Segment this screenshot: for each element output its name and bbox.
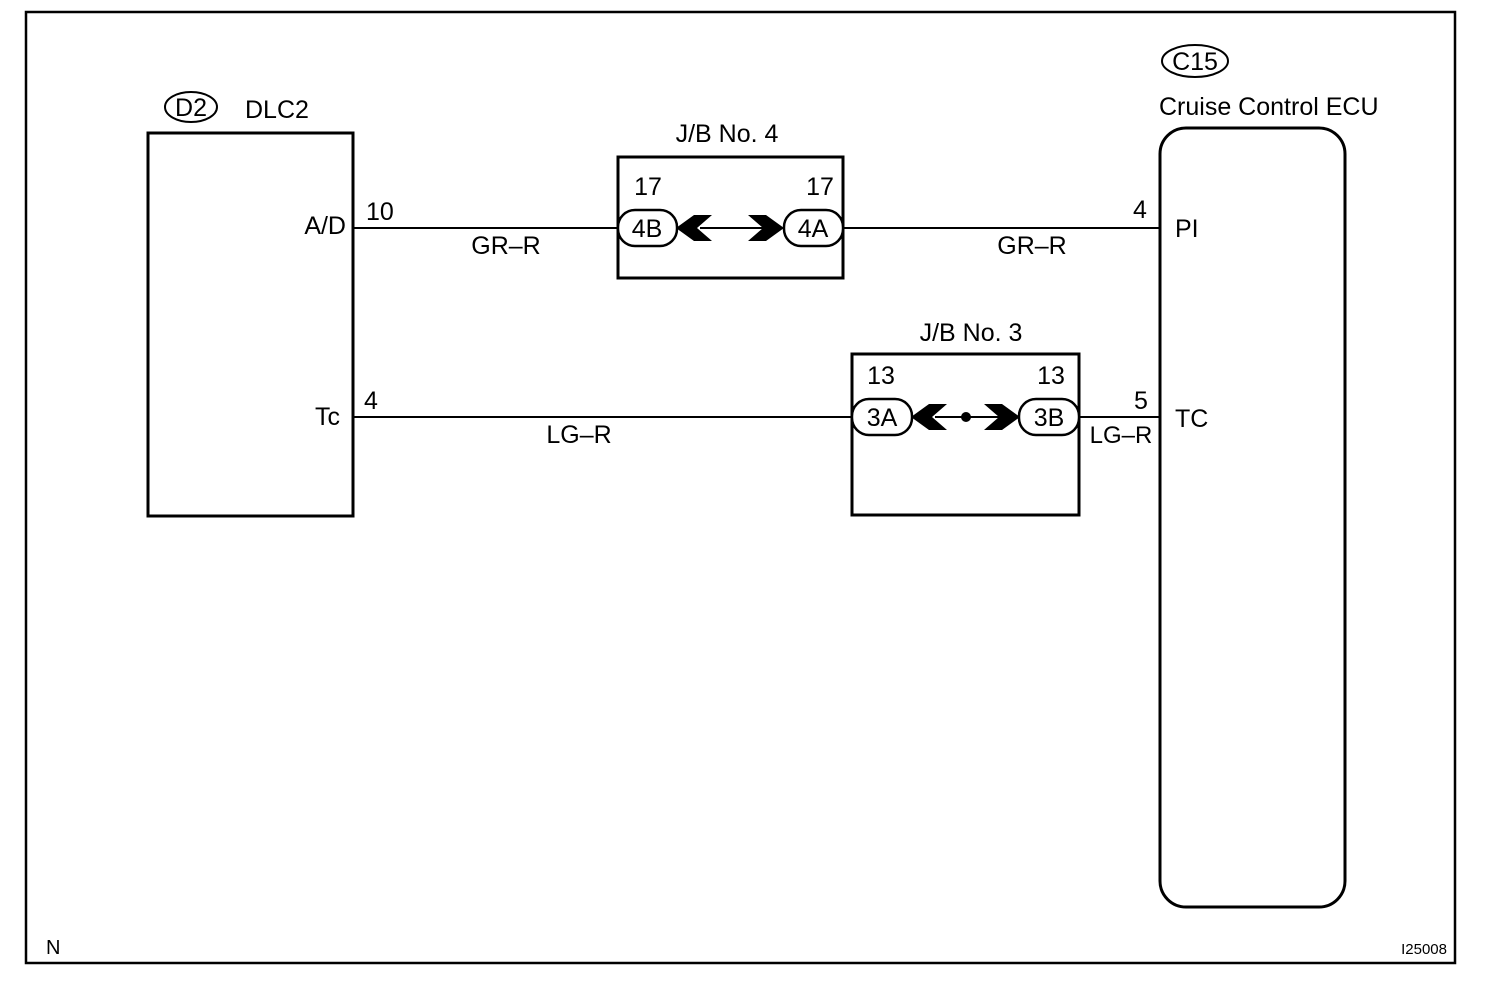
dlc2-component: D2 DLC2 A/D 10 Tc 4 [146, 91, 394, 518]
ecu-pin-pi-number: 4 [1133, 196, 1147, 224]
ecu-component: C15 Cruise Control ECU PI 4 TC 5 [1133, 44, 1379, 909]
ecu-code-oval [1161, 44, 1229, 78]
ecu-pin-tc-label: TC [1175, 405, 1208, 433]
ecu-name: Cruise Control ECU [1159, 93, 1379, 121]
jb3-box [850, 352, 1081, 517]
jb3-component: J/B No. 3 13 13 3A 3B [850, 319, 1081, 517]
wires: GR–R GR–R LG–R LG–R [353, 227, 1160, 449]
jb3-right-arrow-icon [984, 404, 1020, 430]
dlc2-box [146, 131, 355, 518]
dlc2-pin-tc-number: 4 [364, 387, 378, 415]
jb3-left-connector-label: 3A [867, 404, 898, 432]
jb4-box [616, 155, 845, 280]
ecu-pin-tc-number: 5 [1134, 387, 1148, 415]
dlc2-pin-tc-label: Tc [315, 403, 340, 431]
jb4-component: J/B No. 4 17 17 4B 4A [616, 120, 845, 280]
jb4-title: J/B No. 4 [676, 120, 779, 148]
wire-tc-right-color: LG–R [1090, 422, 1153, 449]
jb3-left-arrow-icon [911, 404, 947, 430]
ecu-pin-pi-label: PI [1175, 215, 1199, 243]
dlc2-code: D2 [175, 94, 207, 122]
wire-ad-left-color: GR–R [471, 232, 540, 260]
jb4-left-connector-label: 4B [632, 215, 663, 243]
wire-tc-left-color: LG–R [546, 421, 611, 449]
dlc2-pin-ad-number: 10 [366, 198, 394, 226]
wire-ad-right-color: GR–R [997, 232, 1066, 260]
dlc2-pin-ad-label: A/D [304, 212, 346, 240]
footer-left-code: N [46, 937, 60, 959]
ecu-code: C15 [1172, 48, 1218, 76]
jb3-left-pin: 13 [867, 362, 895, 390]
jb3-title: J/B No. 3 [920, 319, 1023, 347]
jb4-left-arrow-icon [676, 215, 712, 241]
footer-right-code: I25008 [1401, 941, 1447, 958]
jb4-right-connector-label: 4A [798, 215, 829, 243]
jb3-right-pin: 13 [1037, 362, 1065, 390]
diagram-frame [24, 10, 1457, 965]
jb4-right-pin: 17 [806, 173, 834, 201]
dlc2-name: DLC2 [245, 96, 309, 124]
ecu-box [1158, 126, 1347, 909]
jb3-right-connector-label: 3B [1034, 404, 1065, 432]
jb3-junction-dot [961, 412, 971, 422]
dlc2-code-oval [164, 91, 218, 123]
jb4-right-arrow-icon [748, 215, 784, 241]
jb4-left-pin: 17 [634, 173, 662, 201]
